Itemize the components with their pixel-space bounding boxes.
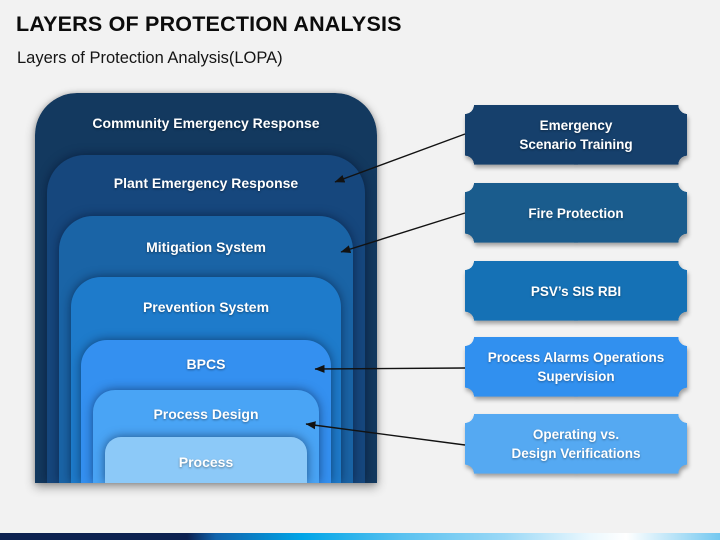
callout-shape: Process Alarms Operations Supervision	[465, 337, 687, 397]
layer-label: BPCS	[186, 356, 226, 372]
layer-label: Plant Emergency Response	[113, 175, 299, 191]
slide-subtitle: Layers of Protection Analysis(LOPA)	[17, 49, 283, 67]
callout-label: Fire Protection	[528, 205, 624, 221]
layer-label: Process	[178, 454, 234, 470]
layer-label: Process Design	[153, 406, 259, 422]
callout-shape: Operating vs. Design Verifications	[465, 414, 687, 474]
layer-label: Community Emergency Response	[92, 115, 320, 131]
layer-label: Mitigation System	[146, 239, 266, 255]
layer-process: Process	[105, 437, 307, 483]
callout-shape: PSV’s SIS RBI	[465, 261, 687, 321]
callout-label: Operating vs. Design Verifications	[511, 427, 641, 461]
footer-accent-bar	[0, 533, 720, 540]
callout-operating-vs-design-verifications: Operating vs. Design Verifications	[465, 414, 687, 474]
callout-psvs-sis-rbi: PSV’s SIS RBI	[465, 261, 687, 321]
callout-label: Emergency Scenario Training	[519, 118, 633, 152]
callout-label: Process Alarms Operations Supervision	[487, 350, 665, 384]
callout-fire-protection: Fire Protection	[465, 183, 687, 243]
callout-process-alarms-operations-supervision: Process Alarms Operations Supervision	[465, 337, 687, 397]
callout-shape: Emergency Scenario Training	[465, 105, 687, 165]
slide-title: LAYERS OF PROTECTION ANALYSIS	[16, 12, 402, 36]
layer-label: Prevention System	[142, 299, 270, 315]
callout-emergency-scenario-training: Emergency Scenario Training	[465, 105, 687, 165]
lopa-layer-stack: Community Emergency Response Plant Emerg…	[35, 93, 377, 483]
callout-label: PSV’s SIS RBI	[530, 283, 622, 299]
callout-shape: Fire Protection	[465, 183, 687, 243]
